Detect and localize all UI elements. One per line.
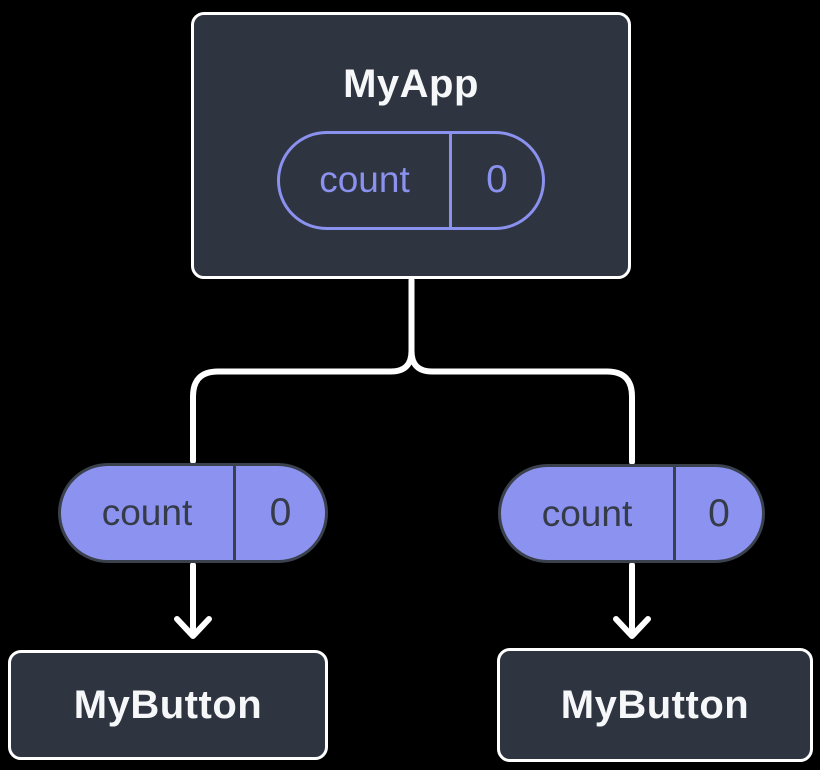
- arrow-right-head-icon: [613, 616, 651, 639]
- prop-name-label: count: [541, 492, 633, 534]
- prop-name-label: count: [101, 492, 193, 533]
- arrow-left-head-icon: [174, 616, 212, 639]
- prop-value-label: 0: [708, 491, 730, 535]
- state-pill-divider: [449, 133, 452, 227]
- node-mybutton-right-card: MyButton: [497, 648, 813, 762]
- connector-branch-left: [190, 348, 415, 464]
- node-myapp-title: MyApp: [343, 61, 479, 106]
- prop-pill-left: count 0: [58, 463, 328, 563]
- node-mybutton-right-title: MyButton: [560, 682, 750, 727]
- prop-value-label: 0: [269, 491, 292, 534]
- state-name-label: count: [319, 159, 410, 200]
- node-myapp-card: MyApp count 0: [191, 12, 631, 279]
- state-value-label: 0: [486, 158, 508, 201]
- myapp-state-pill: count 0: [277, 130, 545, 230]
- connector-branch-right: [408, 348, 635, 465]
- node-mybutton-left-title: MyButton: [73, 682, 263, 727]
- prop-pill-right: count 0: [498, 464, 765, 563]
- node-mybutton-left-card: MyButton: [8, 650, 328, 760]
- prop-pill-divider: [233, 466, 236, 560]
- prop-pill-divider: [673, 467, 676, 560]
